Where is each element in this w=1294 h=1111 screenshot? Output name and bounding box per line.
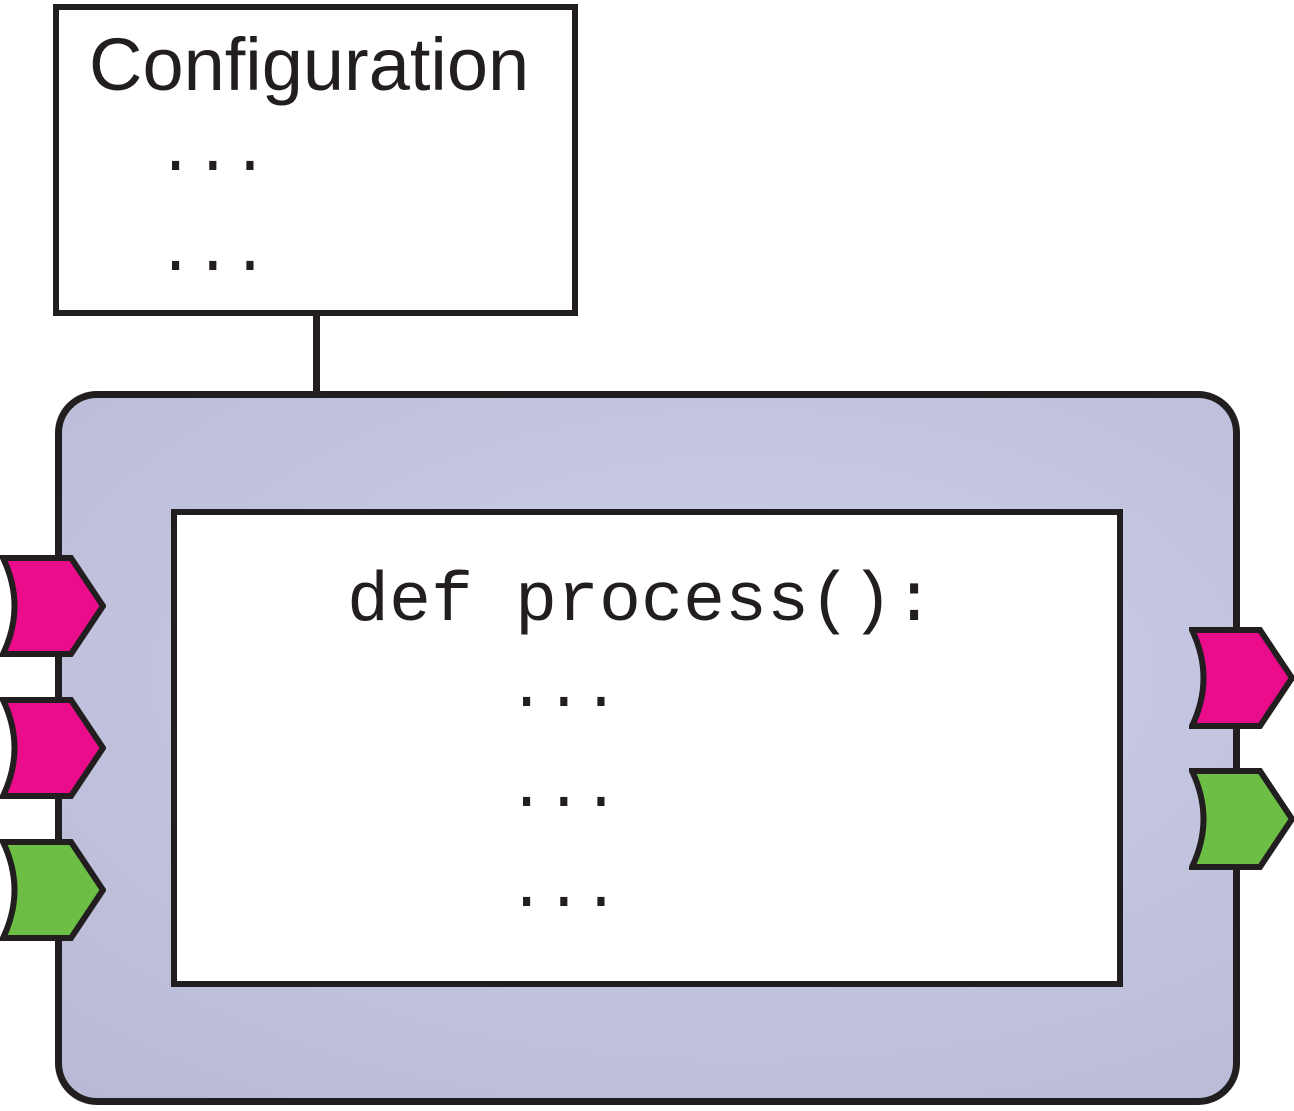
worker-panel: def process(): ... ... ...	[55, 391, 1240, 1105]
configuration-ellipsis-line: ...	[157, 218, 269, 289]
code-ellipsis-line: ...	[508, 654, 620, 725]
left-input-port-1-chevron-icon	[0, 555, 106, 657]
code-ellipsis-line: ...	[508, 854, 620, 925]
configuration-title: Configuration	[89, 23, 530, 106]
code-ellipsis-line: ...	[508, 754, 620, 825]
left-input-port-3-chevron-icon	[0, 839, 106, 941]
left-input-port-2-chevron-icon	[0, 697, 106, 799]
process-code-box: def process(): ... ... ...	[171, 509, 1123, 987]
configuration-box: Configuration ... ...	[53, 4, 578, 316]
process-code-line: def process():	[347, 563, 936, 642]
configuration-ellipsis-line: ...	[157, 118, 269, 189]
right-output-port-2-chevron-icon	[1189, 768, 1294, 870]
right-output-port-1-chevron-icon	[1189, 627, 1294, 729]
config-to-panel-connector	[313, 310, 320, 398]
